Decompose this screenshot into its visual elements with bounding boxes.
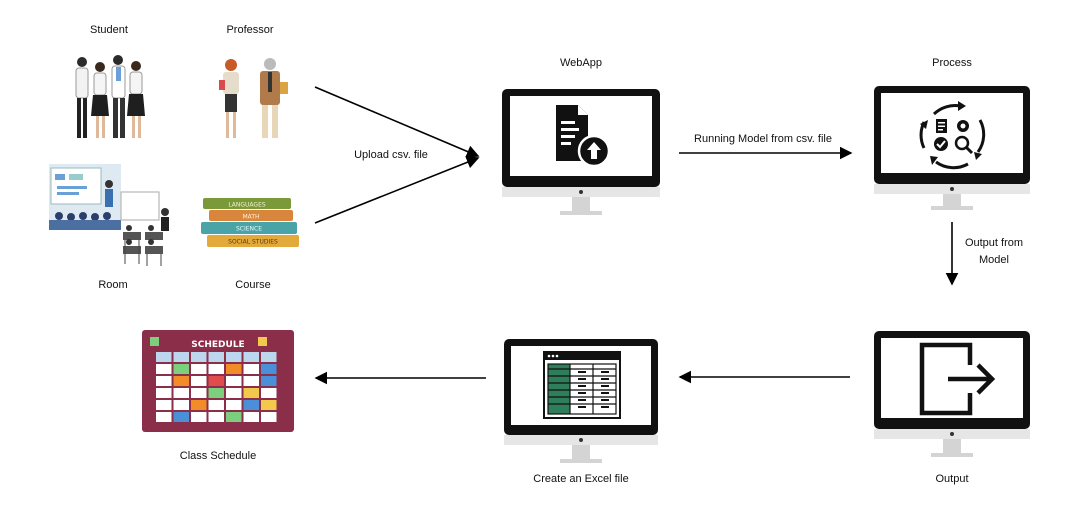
schedule-cell <box>191 388 207 398</box>
schedule-cell <box>261 376 277 386</box>
schedule-cell <box>226 388 242 398</box>
schedule-cell <box>173 412 189 422</box>
webapp-monitor <box>502 89 660 221</box>
output-label: Output <box>935 473 969 485</box>
running-model-label: Running Model from csv. file <box>694 133 832 145</box>
schedule-cell <box>173 400 189 410</box>
schedule-cell <box>156 412 172 422</box>
spreadsheet-icon <box>543 351 621 419</box>
schedule-cell <box>261 412 277 422</box>
schedule-cell <box>208 400 224 410</box>
schedule-cell <box>156 388 172 398</box>
schedule-cell <box>173 376 189 386</box>
upload-arrow-top <box>314 86 480 158</box>
schedule-header-cell <box>208 352 224 362</box>
students-illustration <box>72 54 152 144</box>
schedule-cell <box>226 412 242 422</box>
upload-csv-label: Upload csv. file <box>354 149 428 161</box>
student-label: Student <box>90 24 128 36</box>
output-from-model-label: Output from Model <box>964 237 1024 266</box>
course-label: Course <box>235 279 271 291</box>
professors-illustration <box>215 56 295 144</box>
schedule-cell <box>156 364 172 374</box>
book-science: SCIENCE <box>236 226 262 233</box>
schedule-cell <box>156 400 172 410</box>
room-label: Room <box>98 279 128 291</box>
excel-label: Create an Excel file <box>533 473 629 485</box>
process-monitor <box>874 86 1030 216</box>
schedule-cell <box>226 364 242 374</box>
schedule-cell <box>261 400 277 410</box>
course-books-illustration: LANGUAGES MATH SCIENCE SOCIAL STUDIES <box>199 196 303 252</box>
schedule-cell <box>208 388 224 398</box>
schedule-cell <box>243 376 259 386</box>
exit-output-icon <box>919 342 996 416</box>
schedule-header-cell <box>173 352 189 362</box>
class-schedule-label: Class Schedule <box>179 450 257 462</box>
schedule-board: SCHEDULE <box>142 330 294 432</box>
book-social-studies: SOCIAL STUDIES <box>228 239 278 246</box>
schedule-cell <box>173 364 189 374</box>
schedule-header-cell <box>156 352 172 362</box>
schedule-header-cell <box>243 352 259 362</box>
schedule-cell <box>208 412 224 422</box>
room-illustration <box>49 164 179 269</box>
schedule-cell <box>243 364 259 374</box>
schedule-header-cell <box>226 352 242 362</box>
schedule-grid <box>156 352 277 422</box>
schedule-cell <box>191 400 207 410</box>
schedule-cell <box>226 376 242 386</box>
schedule-cell <box>261 364 277 374</box>
schedule-cell <box>191 412 207 422</box>
schedule-header-cell <box>261 352 277 362</box>
excel-monitor <box>504 339 658 469</box>
schedule-cell <box>243 388 259 398</box>
schedule-cell <box>261 388 277 398</box>
schedule-cell <box>243 412 259 422</box>
schedule-cell <box>191 376 207 386</box>
schedule-cell <box>243 400 259 410</box>
schedule-cell <box>173 388 189 398</box>
schedule-cell <box>208 376 224 386</box>
professor-label: Professor <box>226 24 274 36</box>
schedule-cell <box>226 400 242 410</box>
process-label: Process <box>932 57 972 69</box>
book-math: MATH <box>243 214 260 221</box>
upload-arrow-bottom <box>314 156 480 224</box>
schedule-cell <box>156 376 172 386</box>
schedule-board-title: SCHEDULE <box>191 340 244 350</box>
schedule-cell <box>191 364 207 374</box>
file-upload-icon <box>556 105 611 168</box>
book-languages: LANGUAGES <box>228 202 266 209</box>
schedule-cell <box>208 364 224 374</box>
schedule-header-cell <box>191 352 207 362</box>
webapp-label: WebApp <box>560 57 602 69</box>
output-monitor <box>874 331 1030 463</box>
